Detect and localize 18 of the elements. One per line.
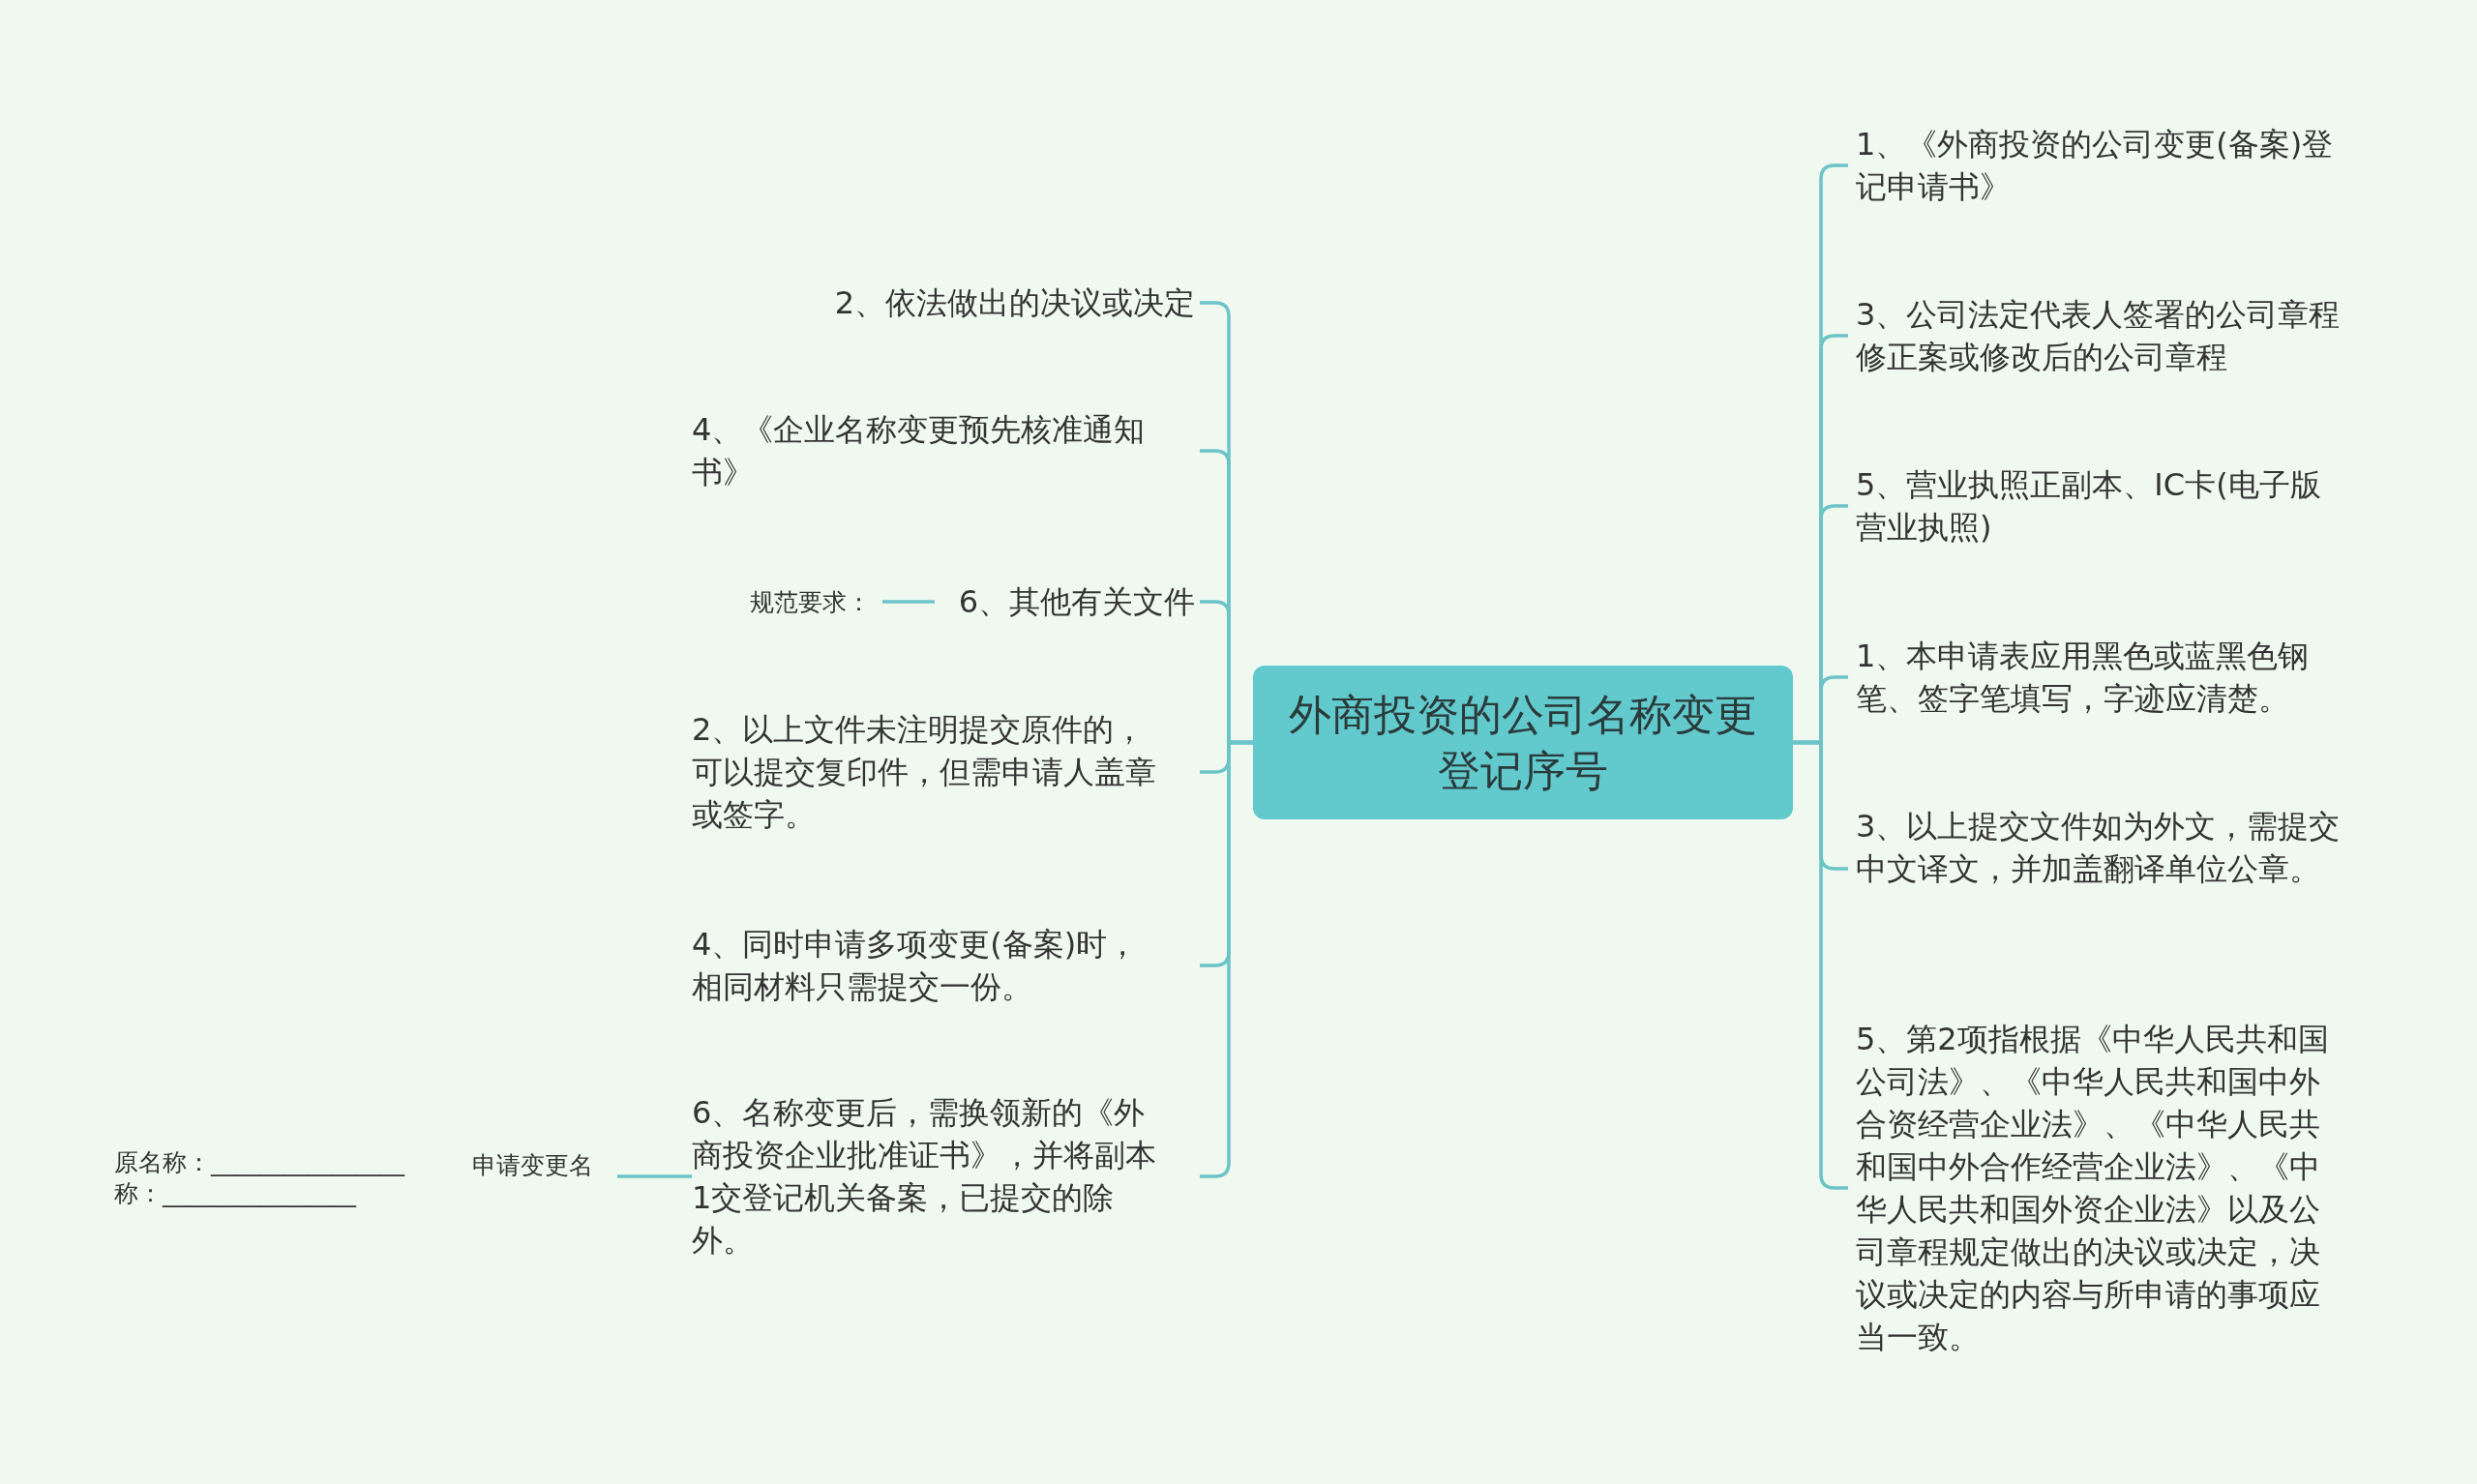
topic-text: 5、第2项指根据《中华人民共和国公司法》、《中华人民共和国中外合资经营企业法》、《中华人民共和国中外合作经营企业法》、《中华人民共和国外资企业法》以及公司章程规定做出的决议或决定，决议或决定的内容与所申请的事项应当一致。 <box>1848 1018 2342 1358</box>
topic-text: 2、以上文件未注明提交原件的，可以提交复印件，但需申请人盖章或签字。 <box>692 708 1200 836</box>
topic-text: 6、其他有关文件 <box>935 580 1200 623</box>
form-field-text: 原名称：________________称：________________ <box>114 1147 406 1209</box>
topic-label: 申请变更名 <box>472 1151 617 1180</box>
connector-line <box>617 1174 692 1178</box>
central-topic-box: 外商投资的公司名称变更登记序号 <box>1253 666 1793 819</box>
topic-text: 4、《企业名称变更预先核准通知书》 <box>692 408 1200 493</box>
connector-line <box>882 600 935 604</box>
topic-text: 4、同时申请多项变更(备案)时，相同材料只需提交一份。 <box>692 923 1200 1008</box>
topic-text: 3、公司法定代表人签署的公司章程修正案或修改后的公司章程 <box>1848 293 2342 378</box>
topic-label: 规范要求： <box>735 588 882 617</box>
topic-text: 1、《外商投资的公司变更(备案)登记申请书》 <box>1848 123 2342 208</box>
topic-text: 6、名称变更后，需换领新的《外商投资企业批准证书》，并将副本1交登记机关备案，已提交的除外。 <box>692 1091 1200 1261</box>
topic-text: 3、以上提交文件如为外文，需提交中文译文，并加盖翻译单位公章。 <box>1848 805 2342 933</box>
topic-text: 2、依法做出的决议或决定 <box>692 282 1200 324</box>
topic-text: 5、营业执照正副本、IC卡(电子版营业执照) <box>1848 463 2342 549</box>
topic-text: 1、本申请表应用黑色或蓝黑色钢笔、签字笔填写，字迹应清楚。 <box>1848 635 2342 720</box>
